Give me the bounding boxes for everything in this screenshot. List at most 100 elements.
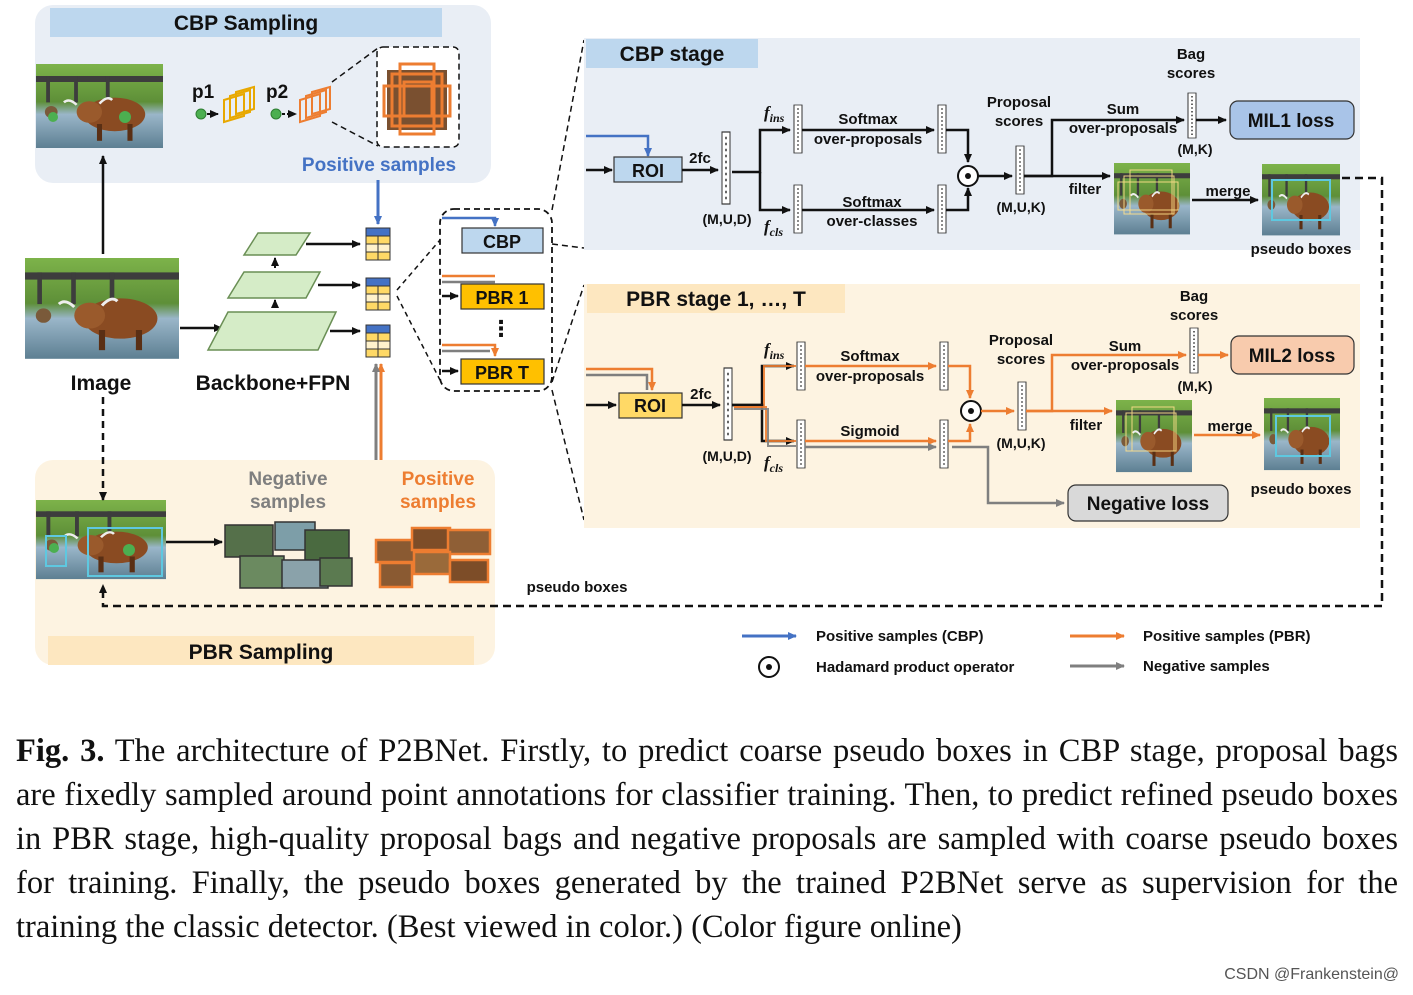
cbp-softmax2-vector (937, 184, 947, 234)
pbr-bag-scores-line1: Bag (1180, 288, 1208, 305)
pbr-positive-samples-label-line2: samples (400, 492, 476, 513)
cbp-merge-label: merge (1205, 183, 1250, 200)
cbp-mk-label: (M,K) (1178, 141, 1213, 157)
negative-loss-label: Negative loss (1087, 494, 1210, 515)
pbr-sampling-title: PBR Sampling (189, 641, 334, 664)
pbr-f-cls-label: fcls (764, 453, 783, 475)
cbp-softmax2-line1: Softmax (842, 194, 902, 211)
cbp-fc-label: 2fc (689, 150, 711, 167)
negative-samples-label-line2: samples (250, 492, 326, 513)
cbp-stage-bg (584, 38, 1360, 250)
positive-samples-thumbnails (374, 526, 492, 589)
pbr-bag-scores-vector (1189, 327, 1199, 374)
pbr-filter-label: filter (1070, 417, 1103, 434)
pbr-fc-label: 2fc (690, 386, 712, 403)
pbr-positive-samples-label-line1: Positive (402, 469, 475, 490)
pbr-softmax-line1: Softmax (840, 348, 900, 365)
cbp-positive-samples-label: Positive samples (302, 155, 456, 176)
pbr-ins-vector (796, 341, 806, 391)
pbrT-stage-box (460, 358, 545, 385)
cbp-softmax2-line2: over-classes (827, 213, 918, 230)
p2-point-icon (270, 108, 282, 120)
pbr-stage-panel: PBR stage 1, …, T ROI 2fc (M,U,D) fins f… (584, 284, 1360, 528)
pbr1-stage-box (460, 283, 545, 310)
cbp-bag-scores-line2: scores (1167, 65, 1215, 82)
pbr-mk-label: (M,K) (1178, 378, 1213, 394)
backbone-fpn-label: Backbone+FPN (196, 372, 351, 395)
pbr-sigmoid-label: Sigmoid (840, 423, 899, 440)
figure-caption-text: The architecture of P2BNet. Firstly, to … (16, 733, 1398, 945)
pbr-stage-title: PBR stage 1, …, T (626, 288, 806, 311)
pbr-sampling-title-bar (48, 636, 474, 665)
stage-stack: CBP PBR 1 ⋮ PBR T (439, 208, 553, 392)
feedback-pseudo-boxes-label: pseudo boxes (527, 579, 628, 596)
cbp-softmax1-line2: over-proposals (814, 131, 922, 148)
cbp-sample-image (34, 62, 165, 150)
cbp-pseudo-box-image (1260, 162, 1342, 237)
legend-pos-pbr: Positive samples (PBR) (1143, 628, 1311, 645)
mil1-loss-box (1229, 100, 1355, 140)
pbr-merge-label: merge (1207, 418, 1252, 435)
feature-map-level-2 (365, 277, 391, 311)
cbp-proposal-scores-line2: scores (995, 113, 1043, 130)
pbr-muk-label: (M,U,K) (997, 435, 1046, 451)
pbr-sum-line2: over-proposals (1071, 357, 1179, 374)
legend-pos-cbp: Positive samples (CBP) (816, 628, 984, 645)
watermark: CSDN @Frankenstein@ (1224, 966, 1399, 983)
cbp-proposal-scores-line1: Proposal (987, 94, 1051, 111)
pbr1-stage-box-label: PBR 1 (475, 288, 528, 308)
pbrT-stage-box-label: PBR T (475, 363, 529, 383)
pbr-softmax-vector (939, 341, 949, 391)
pbr-sample-image (34, 498, 168, 581)
cbp-f-cls-label: fcls (764, 217, 783, 239)
p1-label: p1 (192, 82, 215, 103)
pbr-feature-vector (723, 367, 733, 441)
cbp-bag-scores-line1: Bag (1177, 46, 1205, 63)
cbp-softmax1-line1: Softmax (838, 111, 898, 128)
cbp-f-ins-label: fins (764, 103, 785, 125)
figure-number: Fig. 3. (16, 733, 105, 769)
legend-negative: Negative samples (1143, 658, 1270, 675)
pbr-softmax-line2: over-proposals (816, 368, 924, 385)
pbr-pseudo-boxes-label: pseudo boxes (1251, 481, 1352, 498)
feature-map-level-1 (365, 227, 391, 261)
negative-samples-thumbnails (224, 521, 353, 589)
point-annotation-icon (48, 112, 58, 122)
pbr-stage-title-bar (587, 284, 845, 313)
feature-map-level-3 (365, 324, 391, 358)
cbp-softmax1-vector (937, 104, 947, 154)
cbp-sampling-panel: CBP Sampling p1 p2 Positive samples (34, 5, 491, 183)
input-image (23, 256, 181, 361)
p1-point-icon (195, 108, 207, 120)
pbr-mud-label: (M,U,D) (703, 448, 752, 464)
point-annotation-icon (119, 111, 131, 123)
pbr-proposal-scores-line2: scores (997, 351, 1045, 368)
negative-samples-label-line1: Negative (248, 469, 327, 490)
pbr-sum-line1: Sum (1109, 338, 1142, 355)
pbr-proposal-scores-vector (1017, 381, 1027, 431)
zoomed-proposal-bag-icon (382, 62, 452, 136)
cbp-pseudo-boxes-label: pseudo boxes (1251, 241, 1352, 258)
pbr-roi-label: ROI (634, 396, 666, 416)
cbp-cls-vector (793, 184, 803, 234)
cbp-stage-panel: CBP stage ROI 2fc (M,U,D) fins fcls Soft… (584, 38, 1360, 258)
pbr-filtered-image (1114, 398, 1194, 474)
cbp-stage-box (461, 227, 544, 254)
p2-label: p2 (266, 82, 288, 103)
pbr-cls-vector (796, 419, 806, 469)
cbp-muk-label: (M,U,K) (997, 199, 1046, 215)
pbr-proposal-scores-line1: Proposal (989, 332, 1053, 349)
cbp-sampling-title: CBP Sampling (174, 12, 318, 35)
cbp-filtered-image (1112, 161, 1192, 236)
cbp-feature-vector (721, 131, 731, 205)
p2bnet-architecture-diagram: CBP Sampling p1 p2 Positive samples (23, 5, 1384, 678)
pbr-sigmoid-vector (939, 419, 949, 469)
cbp-bag-scores-vector (1187, 92, 1197, 139)
mil1-loss-label: MIL1 loss (1248, 111, 1335, 132)
cbp-mud-label: (M,U,D) (703, 211, 752, 227)
pbr-sampling-panel: PBR Sampling Negative samples Positive s… (34, 460, 495, 665)
cbp-ins-vector (793, 104, 803, 154)
mil2-loss-box (1230, 335, 1355, 375)
cbp-stage-title-bar (586, 39, 758, 68)
fpn-pyramid (206, 232, 338, 351)
